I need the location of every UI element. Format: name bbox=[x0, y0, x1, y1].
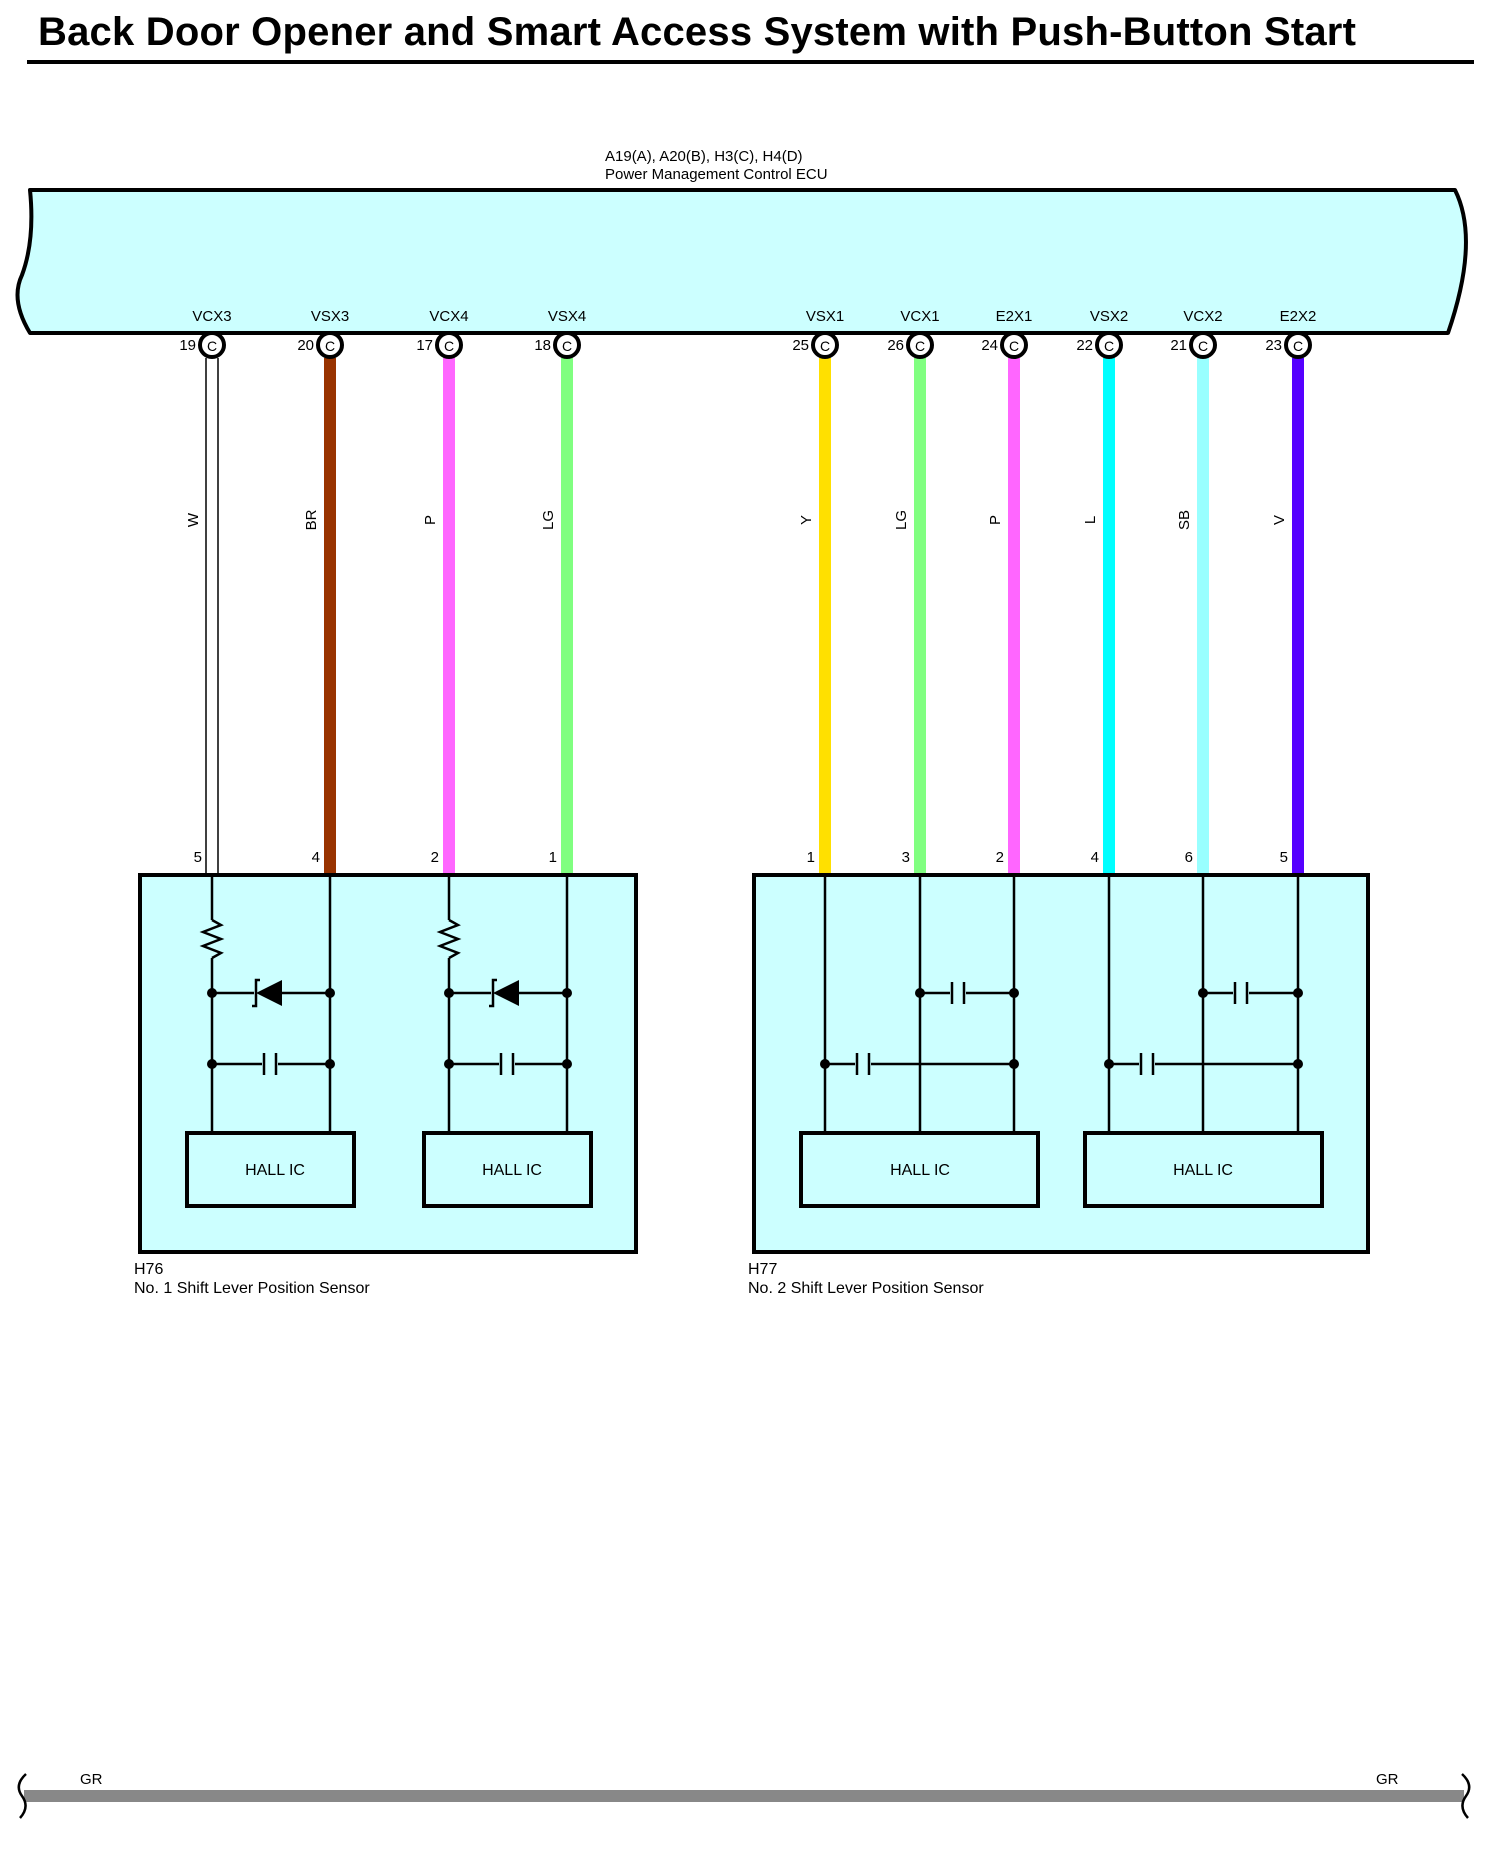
ecu-terminal-label: VSX2 bbox=[1090, 308, 1128, 325]
wire-vcx2: VCX221CSB6VCX2 bbox=[1152, 308, 1222, 899]
sensor-h77: HALL IC HALL IC H77 No. 2 Shift Lever Po… bbox=[748, 873, 1370, 1297]
ecu-pin-number: 26 bbox=[887, 337, 904, 354]
ecu-terminal-label: VCX1 bbox=[900, 308, 939, 325]
ecu-terminal-label: E2X2 bbox=[1280, 308, 1317, 325]
sensor-pin-number: 4 bbox=[312, 849, 320, 866]
hall-ic-label: HALL IC bbox=[245, 1162, 305, 1179]
ecu-terminal-label: VSX1 bbox=[806, 308, 844, 325]
ecu-body bbox=[15, 188, 1468, 335]
ecu-pin-number: 23 bbox=[1265, 337, 1282, 354]
connector-letter: C bbox=[325, 338, 335, 354]
hall-ic-h76-2 bbox=[422, 1131, 593, 1208]
wire-vcx3: VCX319CW5VCX3 bbox=[161, 308, 231, 899]
ecu-pin-number: 17 bbox=[416, 337, 433, 354]
resistor-2 bbox=[436, 918, 462, 960]
hall-ic-label: HALL IC bbox=[1173, 1162, 1233, 1179]
wire-vcx1: VCX126CLG3VCX1 bbox=[869, 308, 939, 899]
wire-color-label: W bbox=[185, 512, 202, 527]
ecu-pin-number: 20 bbox=[297, 337, 314, 354]
hall-ic-h76-1 bbox=[185, 1131, 356, 1208]
connector-pin bbox=[1095, 331, 1123, 359]
ground-bus-right-break bbox=[1461, 1773, 1471, 1819]
sensor-h77-id: H77 bbox=[748, 1261, 777, 1278]
ecu-name: Power Management Control ECU bbox=[605, 166, 828, 183]
wire-color-label: LG bbox=[540, 510, 557, 530]
ecu-pin-number: 21 bbox=[1170, 337, 1187, 354]
wire-vsx3: VSX320CBR4VSX3 bbox=[280, 308, 350, 899]
ground-bus: GR GR bbox=[17, 1771, 1471, 1819]
ecu-terminal-label: VCX3 bbox=[192, 308, 231, 325]
sensor-pin-number: 6 bbox=[1185, 849, 1193, 866]
connector-letter: C bbox=[1293, 338, 1303, 354]
sensor-h76-name: No. 1 Shift Lever Position Sensor bbox=[134, 1280, 370, 1297]
ground-bus-right-label: GR bbox=[1376, 1771, 1399, 1788]
ecu-terminal-label: VSX4 bbox=[548, 308, 586, 325]
sensor-pin-number: 1 bbox=[549, 849, 557, 866]
wire-vsx4: VSX418CLG1VSX4 bbox=[517, 308, 587, 899]
ecu-pin-number: 22 bbox=[1076, 337, 1093, 354]
sensor-pin-number: 3 bbox=[902, 849, 910, 866]
sensor-h76: HALL IC HALL IC H76 No. 1 Shift Lever Po… bbox=[134, 873, 638, 1297]
connector-pin bbox=[553, 331, 581, 359]
ground-bus-left-break bbox=[17, 1773, 27, 1819]
connector-pin bbox=[811, 331, 839, 359]
wire-color-label: P bbox=[987, 515, 1004, 525]
ecu-connectors: A19(A), A20(B), H3(C), H4(D) bbox=[605, 148, 803, 165]
connector-letter: C bbox=[207, 338, 217, 354]
ecu-pin-number: 25 bbox=[792, 337, 809, 354]
connector-pin bbox=[1284, 331, 1312, 359]
connector-pin bbox=[906, 331, 934, 359]
wire-vcx4: VCX417CP2VCX4 bbox=[398, 308, 468, 899]
connector-letter: C bbox=[562, 338, 572, 354]
connector-pin bbox=[316, 331, 344, 359]
wire-color-label: BR bbox=[303, 509, 320, 530]
zener-diode-1 bbox=[252, 978, 282, 1008]
hall-ic-label: HALL IC bbox=[890, 1162, 950, 1179]
ecu-pin-number: 19 bbox=[179, 337, 196, 354]
ecu-pin-number: 18 bbox=[534, 337, 551, 354]
wire-vsx2: VSX222CL4VSX2 bbox=[1059, 308, 1129, 899]
ground-bus-left-label: GR bbox=[80, 1771, 103, 1788]
sensor-h77-name: No. 2 Shift Lever Position Sensor bbox=[748, 1280, 984, 1297]
connector-letter: C bbox=[444, 338, 454, 354]
ecu-terminal-label: VSX3 bbox=[311, 308, 349, 325]
sensor-h76-id: H76 bbox=[134, 1261, 163, 1278]
connector-pin bbox=[1000, 331, 1028, 359]
ecu-terminal-label: E2X1 bbox=[996, 308, 1033, 325]
hall-ic-h77-1 bbox=[799, 1131, 1040, 1208]
sensor-pin-number: 5 bbox=[194, 849, 202, 866]
connector-letter: C bbox=[1009, 338, 1019, 354]
title-rule bbox=[27, 60, 1474, 64]
sensor-pin-number: 5 bbox=[1280, 849, 1288, 866]
wire-color-label: Y bbox=[798, 515, 815, 525]
connector-pin bbox=[1189, 331, 1217, 359]
hall-ic-h77-2 bbox=[1083, 1131, 1324, 1208]
wire-color-label: SB bbox=[1176, 510, 1193, 530]
connector-letter: C bbox=[915, 338, 925, 354]
connector-letter: C bbox=[820, 338, 830, 354]
wire-color-label: P bbox=[422, 515, 439, 525]
wire-color-label: LG bbox=[893, 510, 910, 530]
connector-pin bbox=[435, 331, 463, 359]
ecu-terminal-label: VCX4 bbox=[429, 308, 468, 325]
wire-vsx1: VSX125CY1VSX1 bbox=[775, 308, 845, 899]
sensor-pin-number: 2 bbox=[431, 849, 439, 866]
connector-letter: C bbox=[1198, 338, 1208, 354]
sensor-pin-number: 1 bbox=[807, 849, 815, 866]
connector-pin bbox=[198, 331, 226, 359]
ecu-pin-number: 24 bbox=[981, 337, 998, 354]
sensor-pin-number: 4 bbox=[1091, 849, 1099, 866]
zener-diode-2 bbox=[489, 978, 519, 1008]
connector-letter: C bbox=[1104, 338, 1114, 354]
page-title: Back Door Opener and Smart Access System… bbox=[38, 10, 1357, 54]
resistor-1 bbox=[199, 918, 225, 960]
sensor-pin-number: 2 bbox=[996, 849, 1004, 866]
wire-e2x2: E2X223CV5E2X2 bbox=[1248, 308, 1316, 899]
hall-ic-label: HALL IC bbox=[482, 1162, 542, 1179]
wire-e2x1: E2X124CP2E2X1 bbox=[964, 308, 1032, 899]
wire-color-label: V bbox=[1271, 515, 1288, 525]
ecu-terminal-label: VCX2 bbox=[1183, 308, 1222, 325]
wire-color-label: L bbox=[1082, 516, 1099, 524]
